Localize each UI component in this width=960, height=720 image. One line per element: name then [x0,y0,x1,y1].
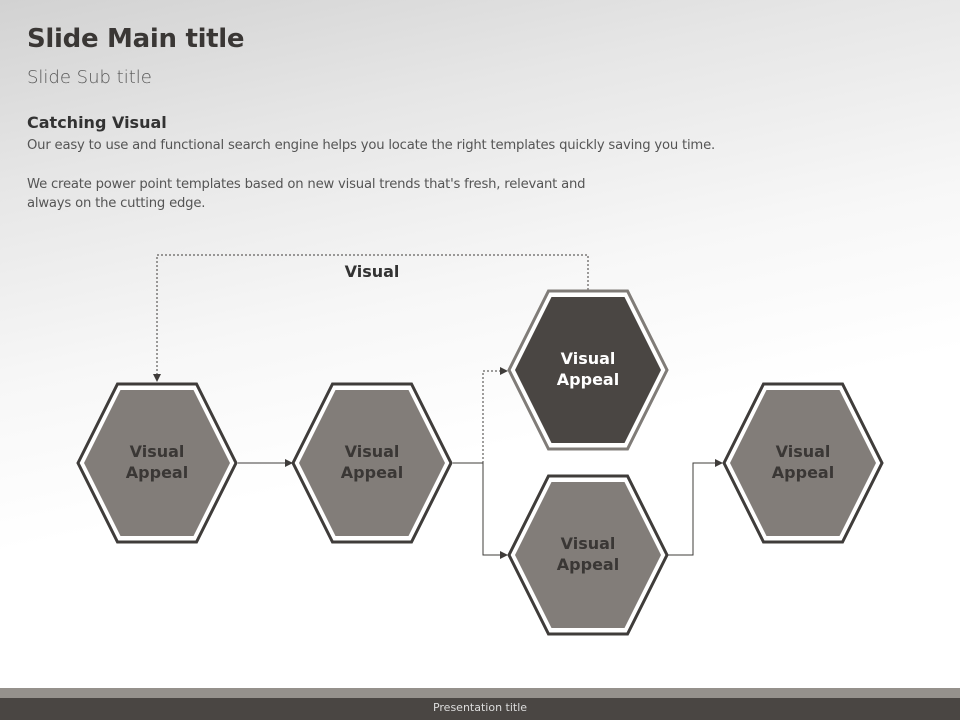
connector-to-lower [482,463,508,559]
hexagon-fill [515,297,661,443]
hexagon-fill [84,390,230,536]
connectors [153,254,723,559]
node-label-line1: Visual [561,534,616,553]
footer-bar: Presentation title [0,698,960,720]
loop-dashed-connector [153,254,589,382]
node-label-line2: Appeal [557,555,619,574]
node-label-line1: Visual [345,442,400,461]
body-paragraph-2: We create power point templates based on… [27,177,586,211]
hexagon-fill [299,390,445,536]
footer-accent-bar [0,688,960,698]
flow-diagram: Visual VisualAppealVisualAppealVisualApp… [76,254,884,636]
node-label-line2: Appeal [126,463,188,482]
slide-title: Slide Main title [27,24,245,54]
loop-label: Visual [345,262,400,281]
node-label-line2: Appeal [557,370,619,389]
body-paragraph-1: Our easy to use and functional search en… [27,138,715,153]
hexagon-fill [730,390,876,536]
node-label-line2: Appeal [772,463,834,482]
section-heading: Catching Visual [27,113,167,132]
connector-to-highlight-dashed [482,367,508,463]
node-label-line1: Visual [776,442,831,461]
footer-title: Presentation title [432,701,528,714]
node-label-line2: Appeal [341,463,403,482]
slide-subtitle: Slide Sub title [27,67,152,88]
node-label-line1: Visual [561,349,616,368]
node-label-line1: Visual [130,442,185,461]
hexagon-fill [515,482,661,628]
connector-lower-to-final [668,459,723,556]
